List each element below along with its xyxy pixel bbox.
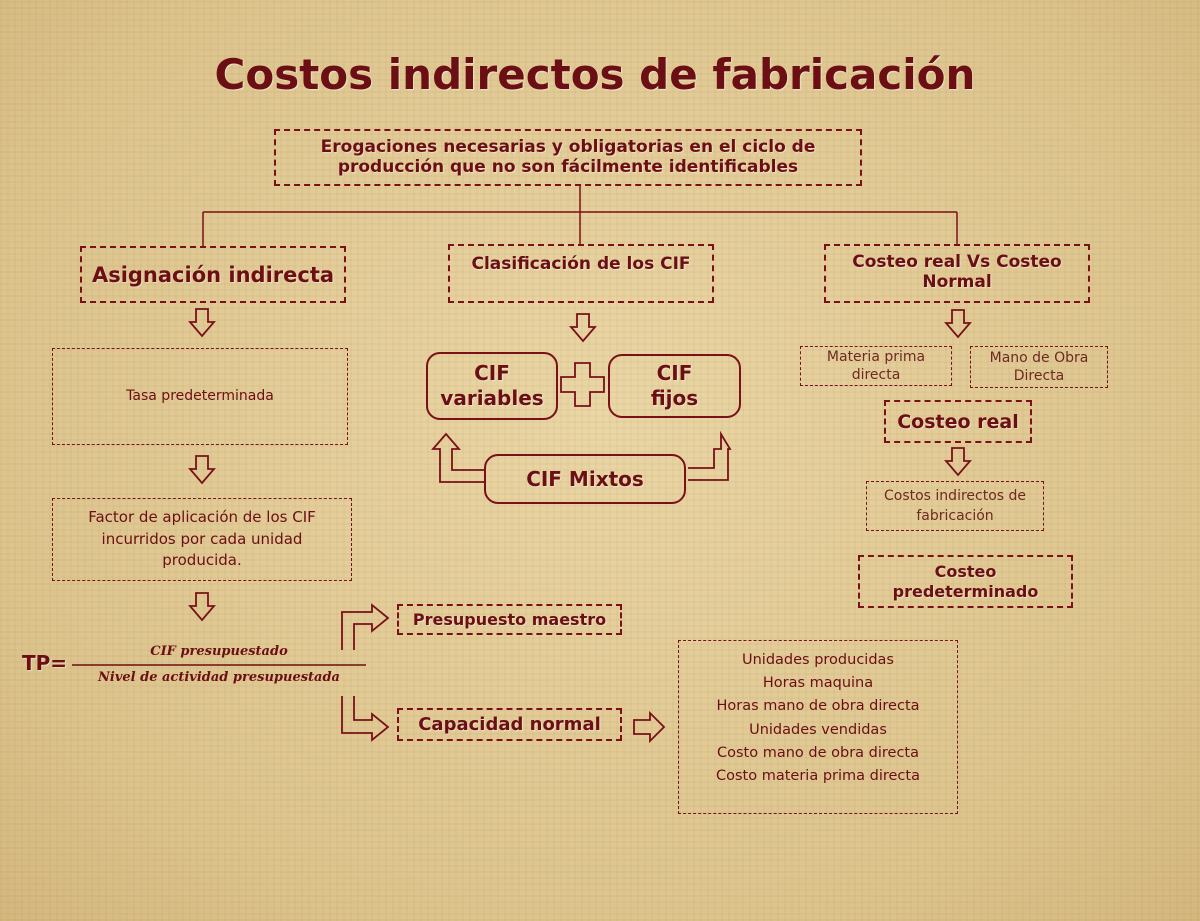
asignacion-header-box: Asignación indirecta bbox=[80, 246, 346, 303]
formula-denominator: Nivel de actividad presupuestada bbox=[98, 670, 340, 685]
list-item: Unidades producidas bbox=[742, 652, 894, 668]
formula-lhs: TP= bbox=[22, 651, 68, 675]
page-title: Costos indirectos de fabricación bbox=[214, 50, 976, 99]
costeo-header-box: Costeo real Vs Costeo Normal bbox=[824, 244, 1090, 303]
list-item: Horas mano de obra directa bbox=[716, 698, 920, 715]
list-item: Unidades vendidas bbox=[749, 721, 887, 738]
factor-text: Factor de aplicación de los CIF incurrid… bbox=[88, 507, 316, 570]
costeo-predeterminado-box: Costeo predeterminado bbox=[858, 555, 1073, 608]
bend-right-arrow-icon bbox=[341, 603, 390, 650]
cif-mixtos-text: CIF Mixtos bbox=[526, 467, 644, 491]
costeo-predeterminado-text: Costeo predeterminado bbox=[892, 562, 1039, 601]
rate-box: Tasa predeterminada bbox=[52, 348, 348, 445]
raw-material-box: Materia prima directa bbox=[800, 346, 952, 386]
capacity-text: Capacidad normal bbox=[418, 714, 601, 735]
bend-right-arrow-icon bbox=[341, 696, 390, 742]
definition-box: Erogaciones necesarias y obligatorias en… bbox=[274, 129, 862, 186]
down-arrow-icon bbox=[569, 313, 597, 343]
clasificacion-header-box: Clasificación de los CIF bbox=[448, 244, 714, 303]
bend-up-right-arrow-icon bbox=[688, 430, 732, 481]
cif-fijos-box: CIF fijos bbox=[608, 354, 741, 418]
down-arrow-icon bbox=[188, 308, 216, 338]
down-arrow-icon bbox=[944, 309, 972, 339]
cif-mixtos-box: CIF Mixtos bbox=[484, 454, 686, 504]
rate-text: Tasa predeterminada bbox=[126, 388, 274, 404]
bend-up-left-arrow-icon bbox=[431, 432, 484, 483]
indirect-costs-text: Costos indirectos de fabricación bbox=[883, 487, 1027, 524]
plus-icon bbox=[560, 362, 605, 407]
cif-variables-line1: CIF bbox=[474, 361, 510, 385]
formula-numerator: CIF presupuestado bbox=[150, 644, 288, 659]
cif-fijos-line1: CIF bbox=[656, 361, 693, 385]
right-arrow-icon bbox=[633, 710, 666, 744]
asignacion-header: Asignación indirecta bbox=[91, 262, 335, 287]
costeo-header: Costeo real Vs Costeo Normal bbox=[852, 252, 1062, 293]
factor-box: Factor de aplicación de los CIF incurrid… bbox=[52, 498, 352, 581]
clasificacion-header: Clasificación de los CIF bbox=[471, 254, 691, 274]
raw-material-text: Materia prima directa bbox=[826, 348, 926, 383]
down-arrow-icon bbox=[188, 592, 216, 622]
capacity-box: Capacidad normal bbox=[397, 708, 622, 741]
indirect-costs-box: Costos indirectos de fabricación bbox=[866, 481, 1044, 531]
list-item: Costo mano de obra directa bbox=[716, 744, 919, 761]
activity-bases-list: Unidades producidas Horas maquina Horas … bbox=[716, 649, 920, 788]
activity-bases-box: Unidades producidas Horas maquina Horas … bbox=[678, 640, 958, 814]
cif-fijos-line2: fijos bbox=[650, 386, 699, 410]
list-item: Horas maquina bbox=[762, 675, 874, 692]
budget-text: Presupuesto maestro bbox=[412, 610, 607, 629]
definition-text: Erogaciones necesarias y obligatorias en… bbox=[320, 136, 816, 177]
labor-box: Mano de Obra Directa bbox=[970, 346, 1108, 388]
down-arrow-icon bbox=[944, 447, 972, 477]
budget-box: Presupuesto maestro bbox=[397, 604, 622, 635]
costeo-real-text: Costeo real bbox=[897, 410, 1019, 433]
cif-variables-box: CIF variables bbox=[426, 352, 558, 420]
list-item: Costo materia prima directa bbox=[716, 767, 920, 784]
cif-variables-line2: variables bbox=[440, 386, 544, 410]
labor-text: Mano de Obra Directa bbox=[989, 349, 1089, 384]
down-arrow-icon bbox=[188, 455, 216, 485]
costeo-real-box: Costeo real bbox=[884, 400, 1032, 443]
